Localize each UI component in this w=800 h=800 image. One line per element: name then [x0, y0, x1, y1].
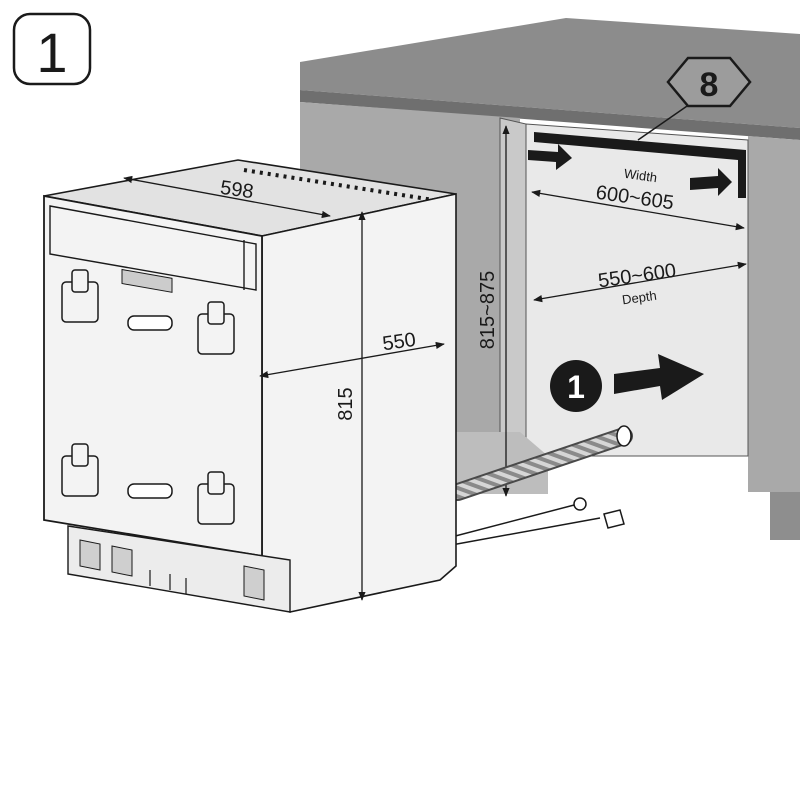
action-badge-circle — [550, 360, 602, 412]
appliance-width-line — [123, 175, 331, 219]
hinge-bracket-top-right — [197, 301, 235, 355]
drain-hose — [451, 429, 631, 499]
mounting-slot-bottom — [127, 483, 173, 499]
part-badge-hexagon — [666, 56, 752, 108]
countertop-top — [300, 18, 800, 128]
power-plug-icon — [603, 509, 625, 529]
niche-width-title: Width — [623, 166, 658, 185]
inlet-connector-icon — [573, 497, 587, 511]
action-badge: 1 — [550, 354, 704, 412]
niche-left-panel — [499, 117, 527, 469]
base-adjusters — [149, 570, 187, 594]
part-leader-line — [637, 103, 691, 141]
appliance-depth-dimension: 550 — [259, 329, 445, 379]
appliance-width-label: 598 — [219, 177, 255, 203]
hinge-bracket-bottom-right — [197, 471, 235, 525]
mounting-slot-top — [127, 315, 173, 331]
appliance-depth-label: 550 — [381, 329, 417, 355]
dishwasher-side — [261, 193, 457, 613]
niche-height-label: 815~875 — [477, 271, 499, 349]
cabinet-right-plinth — [770, 492, 800, 540]
step-badge: 1 — [12, 12, 92, 86]
part-badge: 8 — [637, 56, 752, 141]
step-badge-frame — [12, 12, 92, 86]
dishwasher — [43, 159, 457, 613]
dishwasher-base — [67, 525, 291, 613]
action-number: 1 — [567, 369, 585, 405]
part-number: 8 — [700, 66, 719, 104]
hoses — [439, 425, 633, 547]
hinge-bracket-bottom-left — [61, 443, 99, 497]
water-inlet-hose — [439, 503, 579, 541]
base-feet — [79, 539, 265, 601]
strip-arrow-left-icon — [528, 144, 572, 170]
niche-depth-title: Depth — [621, 288, 657, 308]
appliance-width-dimension: 598 — [123, 175, 331, 219]
control-panel-slot — [121, 268, 173, 293]
appliance-height-dimension: 815 — [335, 211, 366, 601]
niche-height-dimension: 815~875 — [477, 125, 510, 497]
niche-depth-line — [533, 261, 747, 303]
strip-arrow-right-icon — [690, 168, 732, 196]
power-cable — [445, 517, 601, 547]
control-panel-trim — [49, 205, 257, 291]
appliance-height-label: 815 — [335, 387, 357, 420]
dishwasher-vent — [243, 168, 447, 204]
hinge-bracket-top-left — [61, 269, 99, 323]
niche-width-line — [531, 189, 745, 231]
countertop-edge — [300, 90, 800, 140]
drain-hose-end — [616, 425, 632, 447]
step-number: 1 — [36, 21, 67, 84]
cabinet-right-side — [748, 136, 800, 540]
appliance-depth-line — [259, 341, 445, 379]
mounting-strip — [534, 132, 746, 198]
push-arrow-icon — [614, 354, 704, 400]
